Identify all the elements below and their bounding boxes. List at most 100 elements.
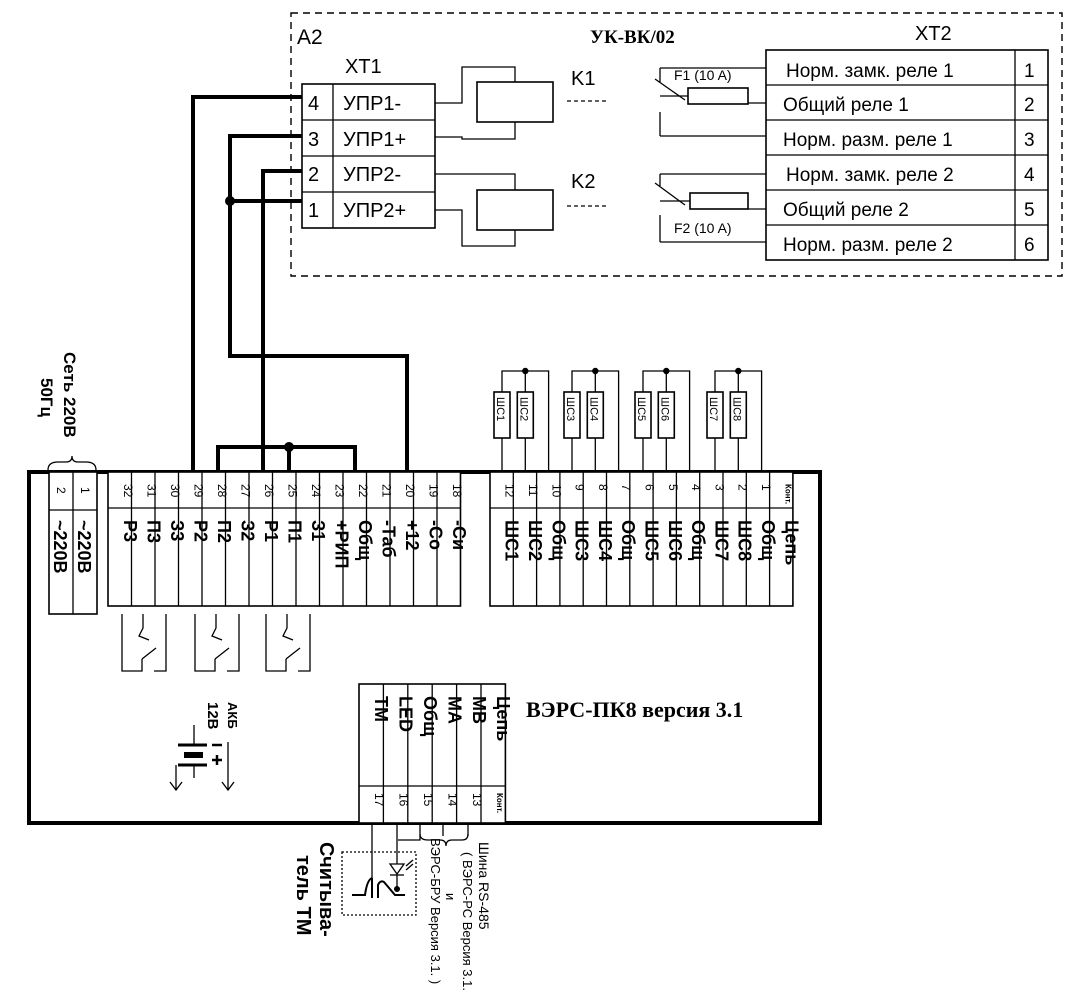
device-vers-pk8: ВЭРС-ПК8 версия 3.1 2 ~220В 1 ~220В 32Р3… [27,470,822,825]
bottom-terminal-label: МВ [469,696,489,724]
xt2-terminal-number: 5 [1024,200,1035,221]
left-terminal-label: З3 [167,520,187,541]
relay-contact-symbol [194,614,240,672]
left-terminal-number: 25 [285,484,299,498]
tm-contact-icon [352,877,405,898]
bottom-terminal-number: 17 [372,793,386,807]
power-terminal-label: ~220В [50,520,70,574]
right-terminal-number: 7 [619,484,633,491]
right-terminal-number: 3 [712,484,726,491]
right-terminal-label: Общ [548,520,568,561]
loop-resistor-label: ШС8 [730,397,742,421]
xt2-terminal-number: 2 [1024,95,1035,116]
bus-label-4: ВЭРС-БРУ Версия 3.1. ) [428,838,443,984]
relay-coil-k1: K1 [435,66,609,140]
xt1-terminal-number: 4 [308,93,319,115]
bottom-terminal-number: 13 [470,793,484,807]
left-terminal-number: 19 [426,484,440,498]
power-terminal-block: 2 ~220В 1 ~220В [48,471,98,615]
mains-brace [47,455,97,471]
right-terminal-number: 11 [526,484,540,497]
power-terminal-number: 2 [54,487,68,494]
left-terminal-number: 26 [262,484,276,498]
battery-label-1: АКБ [225,702,240,729]
loop-resistor [657,391,676,439]
relay-1-contacts: F1 (10 A) [654,67,766,137]
k1-label: K1 [571,68,595,90]
a2-label: А2 [297,26,323,49]
right-terminal-label: ШС7 [711,520,731,561]
left-terminal-number: 22 [356,484,370,498]
bottom-terminal-label: LED [396,696,416,732]
xt1-terminal-label: УПР1- [343,93,401,115]
left-terminal-number: 20 [403,484,417,498]
right-terminal-label: ШС2 [525,520,545,561]
fuse-f1-label: F1 (10 A) [674,67,732,83]
right-terminal-label: ШС8 [735,520,755,561]
bottom-terminal-label: Общ [420,696,440,737]
fuse-f1 [687,87,749,105]
left-terminal-number: 31 [144,484,158,498]
left-terminal-number: 18 [450,484,464,498]
wire-junction [225,196,235,206]
fuse-f2-label: F2 (10 A) [674,220,732,236]
led-icon [388,863,406,876]
fuse-f2 [689,192,749,210]
xt1-terminal-label: УПР1+ [343,129,406,151]
right-terminal-label: ШС4 [595,520,615,561]
power-terminal-label: ~220В [74,520,94,574]
left-terminal-number: 24 [309,484,323,498]
xt2-terminal-number: 1 [1024,61,1035,82]
relay-2-contacts: F2 (10 A) [654,173,766,243]
bottom-terminal-label: МА [444,696,464,724]
left-terminal-label: -Таб [378,520,398,558]
xt2-terminal-number: 3 [1024,130,1035,151]
loop-resistor [706,391,724,439]
mains-line-2: 50Гц [37,378,56,418]
xt1-label: XT1 [345,56,382,78]
left-terminal-block: 32Р331П330З329Р228П227З226Р125П124З123+Р… [107,471,469,607]
loop-resistor-label: ШС4 [587,397,599,421]
right-terminal-label: Цепь [781,520,801,565]
bus-brace [419,833,469,847]
loop-resistor [634,391,652,439]
xt2-terminal-number: 6 [1024,235,1035,256]
control-wires [191,95,409,472]
output-relay-contacts [121,614,311,672]
xt1-terminal-number: 3 [308,129,319,151]
loop-resistor [729,391,748,439]
right-terminal-number: 5 [666,484,680,491]
left-terminal-number: 23 [332,484,346,498]
rs485-bus: Шина RS-485 ( ВЭРС-РС Версия 3.1. и ВЭРС… [419,823,492,991]
left-terminal-label: Р2 [190,520,210,542]
right-terminal-label: ШС3 [572,520,592,561]
loop-resistor-label: ШС5 [635,397,647,421]
left-terminal-label: П1 [284,520,304,543]
tm-reader: Считыва- тель ТМ [292,823,421,937]
left-terminal-number: 30 [168,484,182,498]
right-terminal-label: Общ [758,520,778,561]
left-terminal-number: 32 [121,484,135,498]
reader-dotted-frame [341,851,417,916]
xt1-terminal-block: 4 УПР1- 3 УПР1+ 2 УПР2- 1 УПР2+ [301,83,436,229]
relay-contact-symbol [121,614,167,672]
xt1-terminal-label: УПР2+ [343,200,406,222]
right-terminal-block: 12ШС111ШС210Общ9ШС38ШС47Общ6ШС55ШС64Общ3… [489,471,801,607]
mains-line-1: Сеть 220В [60,352,79,438]
reader-label-1: Считыва- [315,842,337,937]
xt2-terminal-label: Норм. разм. реле 2 [783,235,953,256]
right-terminal-number: 6 [642,484,656,491]
left-terminal-number: 29 [191,484,205,498]
loop-resistor-label: ШС7 [707,397,719,421]
left-terminal-label: Р1 [261,520,281,542]
right-terminal-label: ШС5 [641,520,661,561]
xt2-terminal-block: Норм. замк. реле 1 1 Общий реле 1 2 Норм… [765,49,1049,261]
loop-resistor-label: ШС3 [564,397,576,421]
a2-title: УК-ВК/02 [590,27,675,48]
loop-resistor [586,391,605,439]
left-terminal-label: -Си [449,520,469,550]
loop-resistor-label: ШС1 [494,397,506,421]
battery-symbol: АКБ 12В [169,702,240,792]
k2-label: K2 [571,171,595,193]
